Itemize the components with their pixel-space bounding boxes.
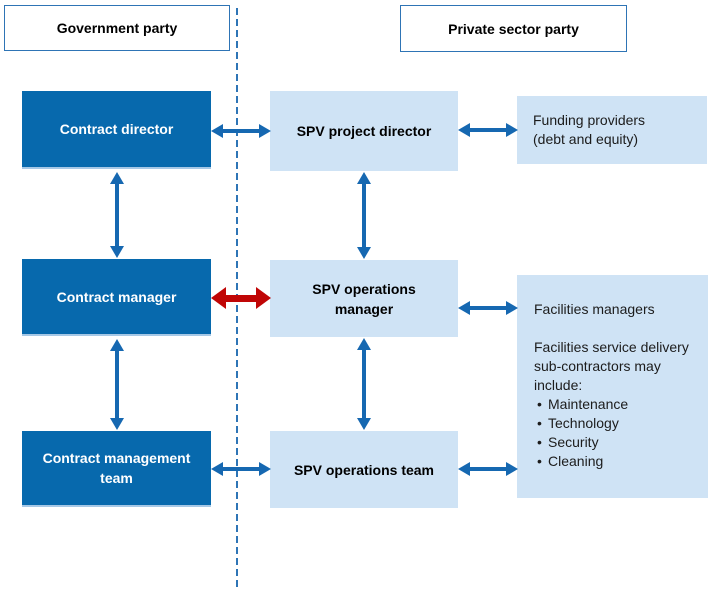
bullet-label: Cleaning — [548, 453, 604, 469]
arrow-contract-director-contract-manager — [110, 172, 124, 258]
bullet-item: • Technology — [534, 414, 698, 433]
arrow-head-left-icon — [211, 124, 223, 138]
box-spv-project-director: SPV project director — [270, 91, 458, 171]
arrow-head-right-icon — [259, 462, 271, 476]
facilities-bullet-list: • Maintenance • Technology • Security • … — [534, 395, 698, 471]
arrow-contract-manager-contract-management-team — [110, 339, 124, 430]
facilities-description: Facilities service delivery sub-contract… — [534, 339, 689, 393]
funding-line-1: Funding providers — [533, 112, 646, 128]
arrow-spv-project-director-funding-providers — [458, 123, 518, 137]
bullet-item: • Security — [534, 433, 698, 452]
box-label: SPV operations team — [293, 461, 435, 478]
arrow-shaft — [224, 294, 258, 302]
box-contract-director: Contract director — [22, 91, 211, 169]
arrow-shaft — [115, 349, 119, 420]
arrow-head-right-icon — [506, 123, 518, 137]
arrow-head-left-icon — [211, 462, 223, 476]
bullet-marker: • — [537, 434, 542, 450]
box-spv-operations-manager: SPV operations manager — [270, 260, 458, 337]
government-party-label: Government party — [56, 20, 178, 36]
arrow-head-left-icon — [458, 123, 470, 137]
funding-line-2: (debt and equity) — [533, 131, 639, 147]
arrow-spv-operations-team-facilities-managers — [458, 462, 518, 476]
arrow-spv-project-director-spv-operations-manager — [357, 172, 371, 259]
arrow-head-up-icon — [110, 339, 124, 351]
bullet-label: Maintenance — [548, 396, 629, 412]
government-party-header: Government party — [4, 5, 230, 51]
arrow-shaft — [362, 182, 366, 249]
arrow-head-down-icon — [110, 418, 124, 430]
arrow-shaft — [468, 128, 508, 132]
bullet-label: Technology — [548, 415, 619, 431]
bullet-marker: • — [537, 415, 542, 431]
box-label: Contract management team — [42, 450, 191, 486]
bullet-label: Security — [548, 434, 599, 450]
arrow-contract-manager-spv-operations-manager-red — [211, 287, 271, 309]
arrow-contract-director-spv-project-director — [211, 124, 271, 138]
arrow-head-left-icon — [458, 462, 470, 476]
box-facilities-managers: Facilities managers Facilities service d… — [517, 275, 708, 498]
private-sector-party-label: Private sector party — [448, 20, 579, 37]
box-contract-management-team: Contract management team — [22, 431, 211, 507]
arrow-shaft — [468, 467, 508, 471]
arrow-contract-management-team-spv-operations-team — [211, 462, 271, 476]
bullet-marker: • — [537, 453, 542, 469]
arrow-head-up-icon — [357, 338, 371, 350]
bullet-item: • Cleaning — [534, 452, 698, 471]
arrow-head-left-icon — [458, 301, 470, 315]
arrow-spv-operations-manager-spv-operations-team — [357, 338, 371, 430]
arrow-head-right-icon — [256, 287, 271, 309]
arrow-head-right-icon — [259, 124, 271, 138]
arrow-head-right-icon — [506, 462, 518, 476]
private-sector-party-header: Private sector party — [400, 5, 627, 52]
arrow-head-up-icon — [357, 172, 371, 184]
box-label: Contract director — [59, 121, 174, 137]
box-label: SPV operations manager — [312, 280, 416, 317]
spacer — [534, 319, 698, 338]
arrow-head-down-icon — [110, 246, 124, 258]
arrow-shaft — [221, 129, 261, 133]
arrow-shaft — [221, 467, 261, 471]
arrow-head-down-icon — [357, 418, 371, 430]
arrow-spv-operations-manager-facilities-managers — [458, 301, 518, 315]
arrow-shaft — [115, 182, 119, 248]
box-funding-providers: Funding providers (debt and equity) — [517, 96, 707, 164]
arrow-head-right-icon — [506, 301, 518, 315]
box-label: SPV project director — [296, 123, 432, 139]
bullet-marker: • — [537, 396, 542, 412]
arrow-head-left-icon — [211, 287, 226, 309]
arrow-head-down-icon — [357, 247, 371, 259]
box-contract-manager: Contract manager — [22, 259, 211, 336]
bullet-item: • Maintenance — [534, 395, 698, 414]
arrow-head-up-icon — [110, 172, 124, 184]
arrow-shaft — [468, 306, 508, 310]
facilities-heading: Facilities managers — [534, 301, 655, 317]
box-spv-operations-team: SPV operations team — [270, 431, 458, 508]
box-label: Contract manager — [56, 288, 177, 305]
arrow-shaft — [362, 348, 366, 420]
